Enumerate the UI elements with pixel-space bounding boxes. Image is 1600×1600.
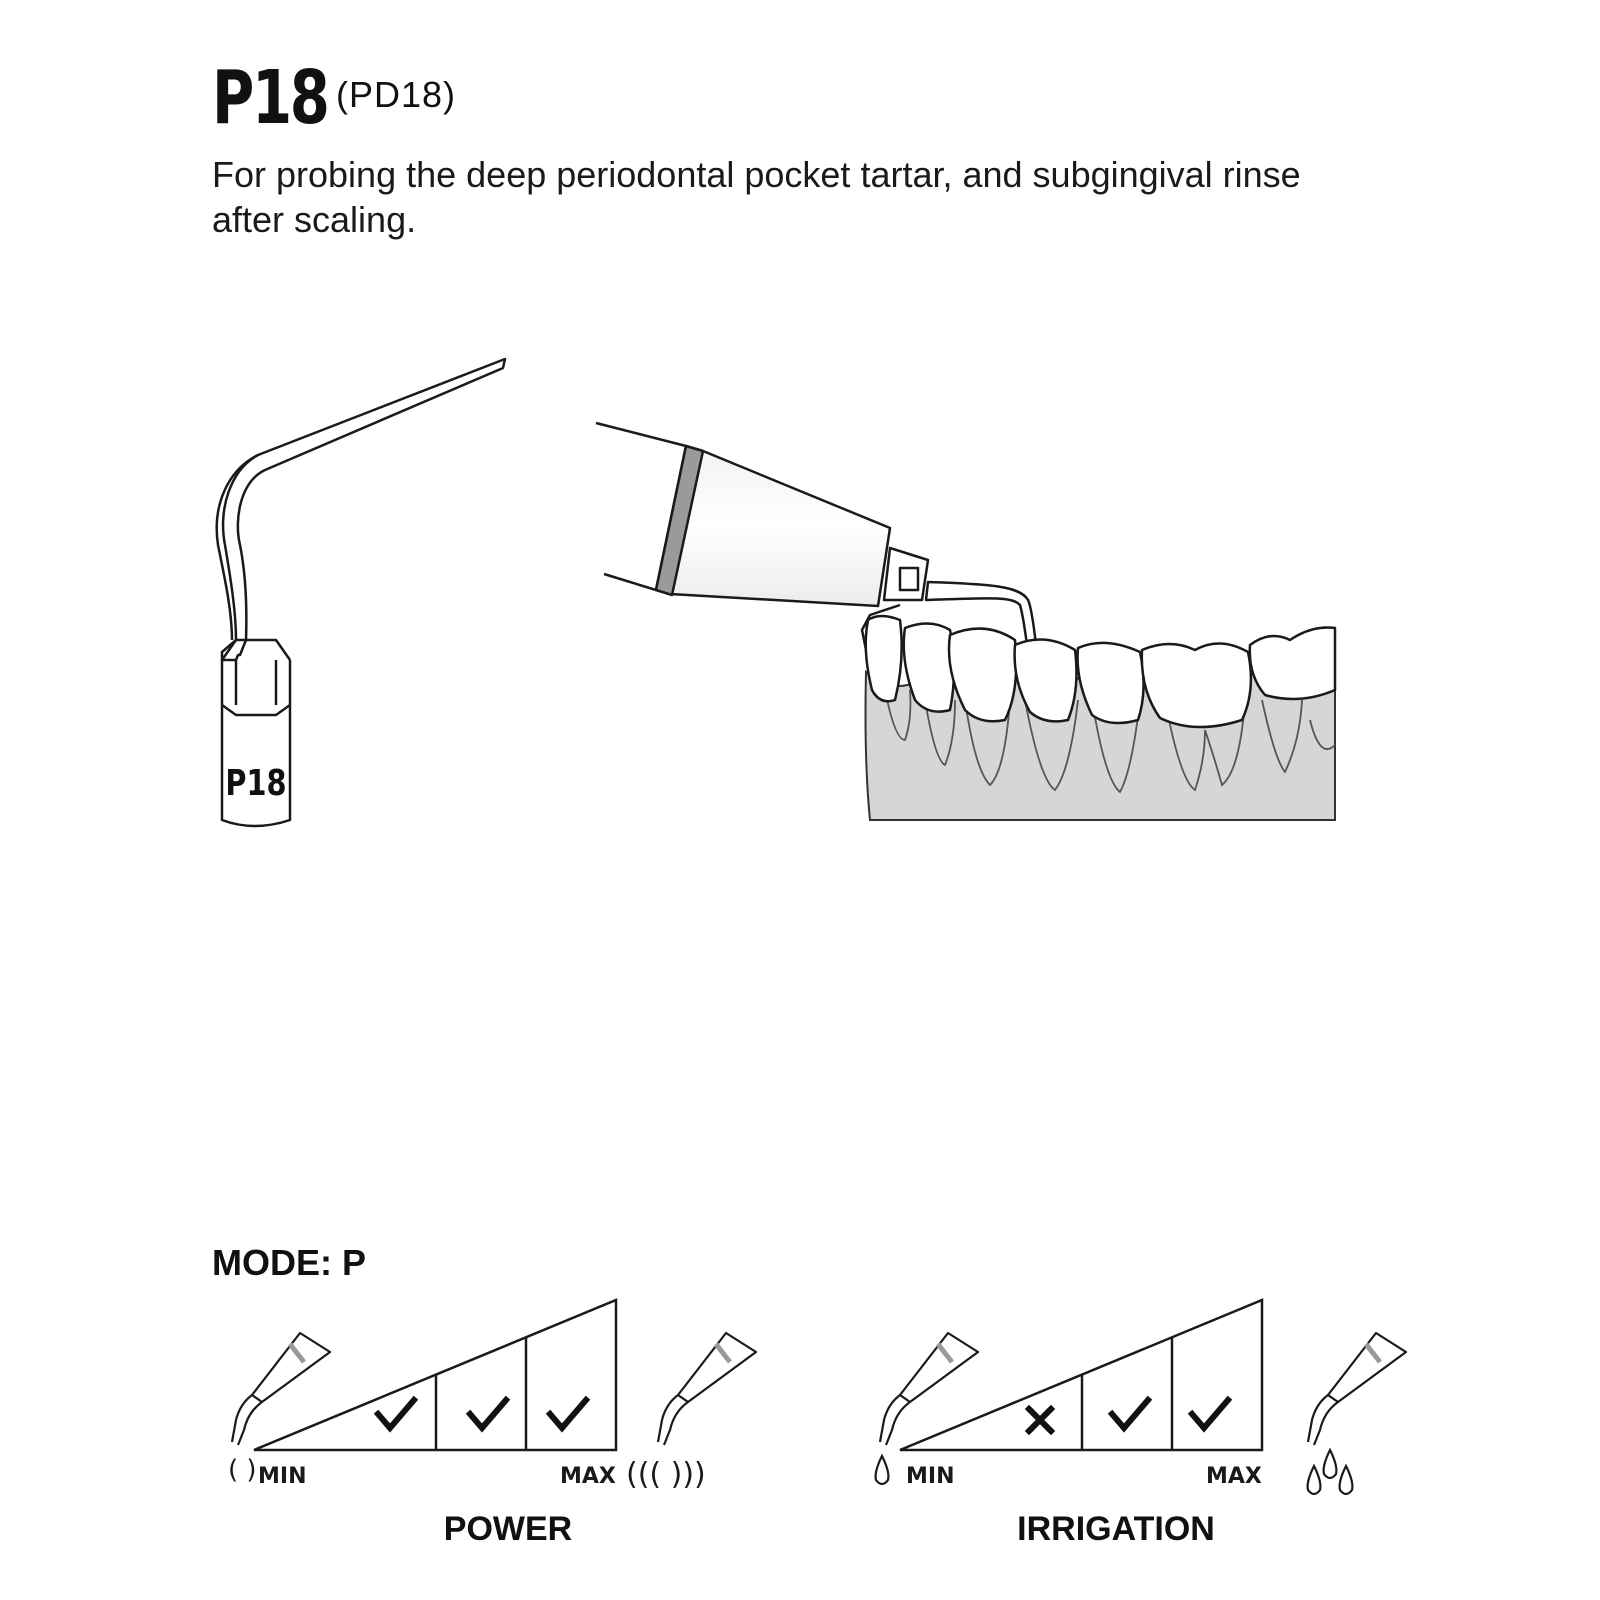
power-gauge: ( ) MIN MAX ((( ))) POWER: [228, 1298, 758, 1548]
root-5: [1091, 699, 1141, 794]
power-level-2-check-icon: [465, 1395, 511, 1433]
page-title: P18: [212, 55, 330, 141]
handpiece-band: [654, 444, 705, 597]
irrigation-max-handpiece-icon: [1306, 1331, 1408, 1446]
title-alt-code: (PD18): [336, 74, 457, 115]
scaler-tip-illustration: [215, 357, 507, 828]
tip-hex-bottom: [221, 703, 291, 717]
tip-hex-top: [220, 638, 292, 661]
power-level-1-check-icon: [373, 1395, 419, 1433]
irrigation-level-3-check-icon: [1187, 1395, 1233, 1433]
irrigation-level-2-check-icon: [1107, 1395, 1153, 1433]
header: P18 (PD18): [212, 55, 455, 141]
power-min-vibration-icon: ( ): [228, 1455, 257, 1485]
tip-bend: [215, 453, 259, 641]
power-level-3-check-icon: [545, 1395, 591, 1433]
irrigation-gauge-frame: [899, 1298, 1264, 1452]
power-max-handpiece-icon: [656, 1331, 758, 1446]
irrigation-level-1-cross-icon: [1024, 1404, 1056, 1436]
mode-label: MODE: P: [212, 1242, 367, 1283]
tooth-2: [902, 622, 956, 713]
tooth-1: [864, 614, 903, 703]
root-6: [1164, 699, 1246, 792]
power-title: POWER: [444, 1510, 572, 1548]
tip-shank: [220, 660, 292, 828]
irrigation-min-drop-icon: [874, 1453, 890, 1486]
root-4: [1024, 699, 1079, 792]
power-min-label: MIN: [258, 1464, 307, 1489]
description: For probing the deep periodontal pocket …: [212, 154, 1301, 240]
root-7: [1261, 699, 1303, 774]
root-8: [1309, 719, 1336, 750]
tooth-7: [1248, 626, 1337, 701]
tooth-5: [1076, 641, 1145, 725]
handpiece-nozzle-slot: [898, 566, 920, 592]
irrigation-min-handpiece-icon: [878, 1331, 980, 1446]
tip-outline: [220, 357, 507, 662]
tip-shank-label: P18: [225, 762, 286, 804]
tooth-6: [1140, 642, 1253, 729]
irrigation-min-label: MIN: [906, 1464, 955, 1489]
teeth-gum-illustration: [864, 614, 1337, 821]
root-2: [924, 699, 956, 767]
irrigation-max-drops-icon: [1306, 1447, 1354, 1496]
irrigation-gauge: MIN MAX IRRIGATION: [874, 1298, 1408, 1548]
root-1: [884, 689, 912, 741]
power-level-marks: [373, 1395, 591, 1433]
handpiece-illustration: [595, 421, 1048, 757]
irrigation-level-marks: [1024, 1395, 1233, 1436]
tooth-4: [1013, 638, 1078, 723]
irrigation-title: IRRIGATION: [1017, 1510, 1215, 1548]
tooth-3: [947, 627, 1018, 723]
power-max-vibration-icon: ((( ))): [626, 1457, 706, 1492]
root-3: [964, 699, 1011, 787]
power-max-label: MAX: [560, 1464, 616, 1489]
irrigation-max-label: MAX: [1206, 1464, 1262, 1489]
power-min-handpiece-icon: [230, 1331, 332, 1446]
power-gauge-frame: [253, 1298, 618, 1452]
